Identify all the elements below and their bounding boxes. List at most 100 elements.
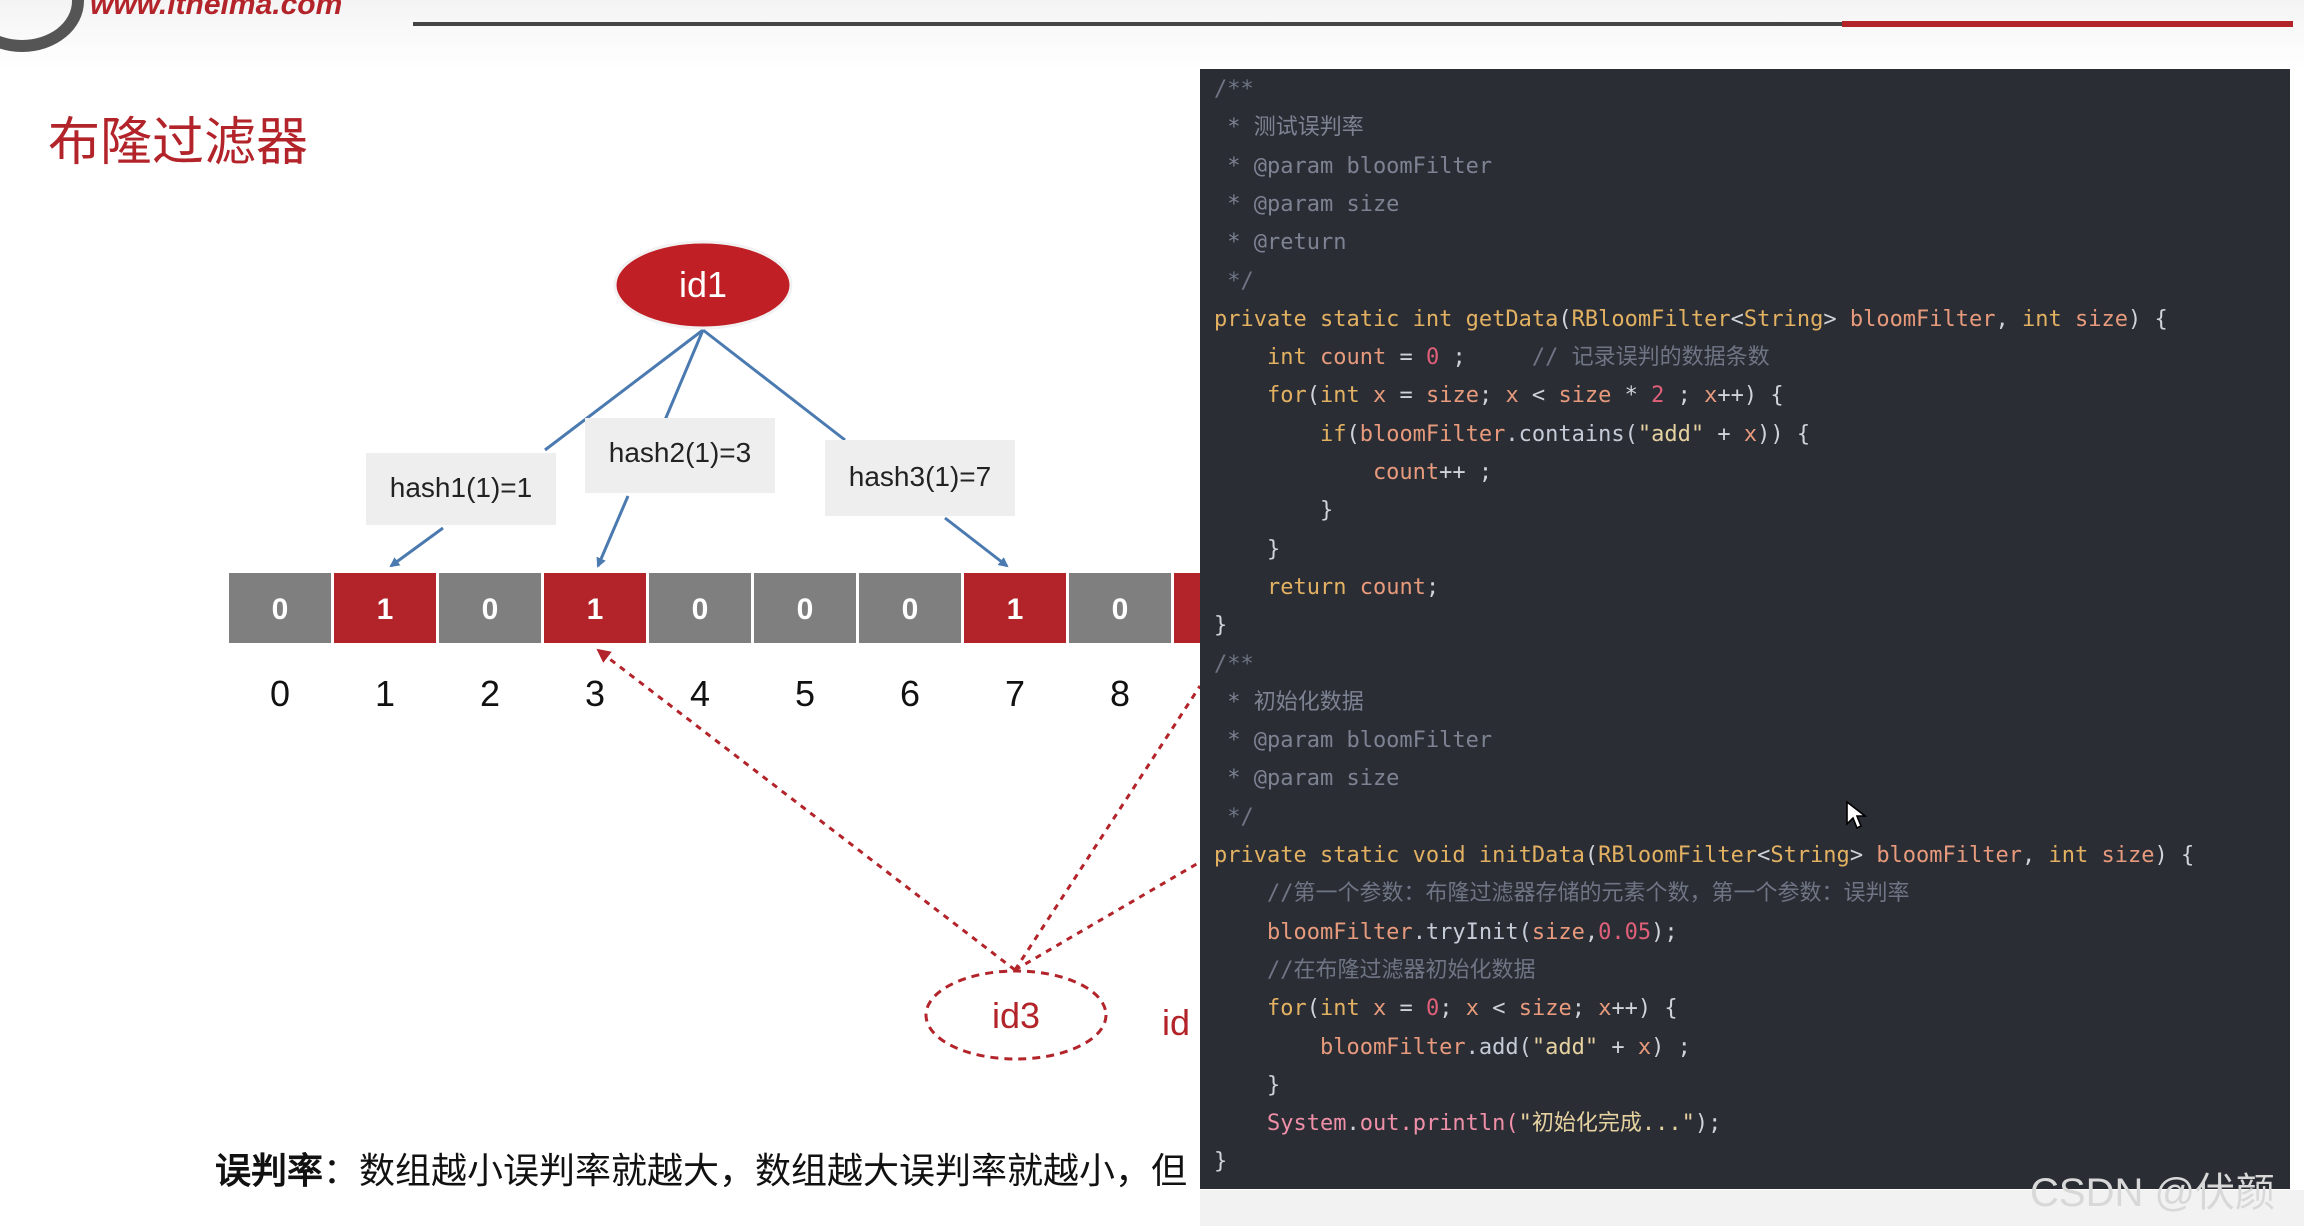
code-line: * 初始化数据 <box>1214 684 1364 722</box>
code-token: initData <box>1478 843 1585 868</box>
code-token: x <box>1743 421 1758 447</box>
code-token: .tryInit( <box>1412 919 1532 945</box>
code-token: . <box>1346 1111 1360 1137</box>
code-token: > <box>1849 843 1877 868</box>
bit-value-6: 0 <box>902 593 919 626</box>
code-line: */ <box>1214 799 1254 837</box>
bit-value-5: 0 <box>797 593 814 626</box>
bit-cell-8 <box>1069 573 1171 643</box>
code-token: } <box>1214 1149 1228 1175</box>
code-token: 0 <box>1425 996 1440 1022</box>
code-line: /** <box>1214 646 1254 684</box>
code-line: } <box>1214 607 1227 645</box>
hash1-label: hash1(1)=1 <box>390 472 532 503</box>
code-token: + <box>1704 421 1744 447</box>
code-token: ++ ; <box>1439 460 1493 485</box>
code-token: RBloomFilter <box>1571 306 1731 332</box>
code-token: x <box>1372 996 1387 1022</box>
code-token: ) { <box>2154 843 2195 868</box>
bit-cell-6 <box>859 573 961 643</box>
footnote-text: ：数组越小误判率就越大，数组越大误判率就越小，但 <box>323 1151 1188 1192</box>
bit-index-6: 6 <box>900 673 920 714</box>
code-token: + <box>1598 1034 1638 1060</box>
code-token: /** <box>1214 77 1254 102</box>
code-panel[interactable]: /** * 测试误判率 * @param bloomFilter * @para… <box>1200 69 2290 1189</box>
code-token: ++) { <box>1717 383 1784 409</box>
code-token: bloomFilter <box>1214 919 1413 945</box>
code-token: //在布隆过滤器初始化数据 <box>1214 957 1536 983</box>
code-token: int <box>1319 383 1373 409</box>
hash2-label: hash2(1)=3 <box>609 437 751 468</box>
footnote: 误判率：数组越小误判率就越大，数组越大误判率就越小，但 <box>215 1142 1187 1194</box>
code-line: * @param bloomFilter <box>1214 148 1492 186</box>
code-token: size <box>1558 383 1612 409</box>
code-token: .println( <box>1399 1111 1519 1137</box>
code-token: size <box>1518 996 1572 1022</box>
id1-node <box>613 240 793 330</box>
bit-index-5: 5 <box>795 673 815 714</box>
code-token: out <box>1359 1111 1400 1137</box>
code-token: x <box>1505 383 1519 409</box>
code-token: if <box>1214 421 1347 447</box>
bit-value-7: 1 <box>1007 593 1024 626</box>
code-token: * @param size <box>1214 191 1400 217</box>
code-token: < <box>1478 996 1519 1022</box>
arrow-hash3-bit7 <box>944 516 1009 568</box>
code-token: int <box>1319 996 1373 1022</box>
code-token: , <box>1995 306 2023 332</box>
code-token: String <box>1743 306 1824 332</box>
code-token: "add" <box>1531 1034 1599 1060</box>
code-token: } <box>1214 536 1281 562</box>
code-token: int <box>1214 345 1320 371</box>
edge-id1-hash1 <box>544 328 704 452</box>
code-token: } <box>1214 498 1334 524</box>
bit-value-2: 0 <box>482 593 499 626</box>
edge-id1-hash2 <box>663 329 705 421</box>
code-token: "add" <box>1637 421 1705 447</box>
code-token: x <box>1637 1034 1652 1060</box>
code-token: ); <box>1694 1111 1722 1137</box>
code-token: * <box>1611 383 1652 409</box>
code-token: * @param size <box>1214 766 1400 792</box>
footnote-bold: 误判率 <box>215 1151 324 1192</box>
bit-index-1: 1 <box>375 673 395 714</box>
code-token: * 初始化数据 <box>1214 689 1364 715</box>
code-token: ( <box>1306 996 1320 1022</box>
code-line: //在布隆过滤器初始化数据 <box>1214 952 1536 990</box>
code-token: size <box>1425 383 1479 409</box>
bit-index-0: 0 <box>270 673 290 714</box>
bit-cell-2 <box>439 573 541 643</box>
edge-id1-hash3 <box>702 328 846 442</box>
code-token: 2 <box>1651 383 1665 409</box>
code-line: } <box>1214 531 1280 569</box>
code-token: ( <box>1306 383 1320 409</box>
code-token: RBloomFilter <box>1598 843 1758 868</box>
id3-label: id3 <box>992 995 1040 1036</box>
arrow-hash1-bit1 <box>389 526 444 568</box>
bit-index-2: 2 <box>480 673 500 714</box>
code-line: return count; <box>1214 569 1439 607</box>
code-line: System.out.println("初始化完成..."); <box>1214 1105 1721 1143</box>
code-line: private static int getData(RBloomFilter<… <box>1214 301 2168 339</box>
hash2-box <box>585 418 775 493</box>
code-token: return <box>1214 574 1360 600</box>
code-line: } <box>1214 1143 1227 1181</box>
code-token: } <box>1214 613 1228 639</box>
code-token: = <box>1386 383 1426 409</box>
bit-cell-0 <box>229 573 331 643</box>
code-token: ; <box>1571 996 1599 1022</box>
code-token: getData <box>1465 306 1559 332</box>
code-token: size <box>2075 306 2128 332</box>
code-token: ; <box>1439 345 1532 371</box>
code-token: private static void <box>1214 843 1479 868</box>
code-line: * @param size <box>1214 186 1399 224</box>
code-token: , <box>1584 919 1599 945</box>
code-token: * @param bloomFilter <box>1214 728 1493 754</box>
code-token: x <box>1598 996 1612 1022</box>
code-token: count <box>1214 460 1440 485</box>
code-token: x <box>1372 383 1387 409</box>
bit-cell-5 <box>754 573 856 643</box>
